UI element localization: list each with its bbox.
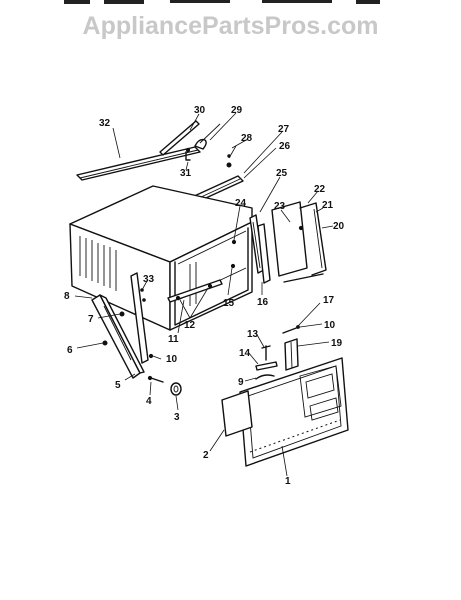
callout-10-left: 10 — [166, 354, 178, 365]
callout-14: 14 — [239, 348, 251, 359]
part-32-top-trim — [76, 146, 201, 181]
part-13-bracket — [261, 345, 271, 361]
part-10-screw — [148, 353, 154, 359]
callout-23: 23 — [274, 201, 286, 212]
callout-15: 15 — [223, 298, 235, 309]
callout-16: 16 — [257, 297, 269, 308]
part-30-strip — [159, 120, 200, 156]
callout-17: 17 — [323, 295, 335, 306]
callout-12: 12 — [184, 320, 196, 331]
callout-8: 8 — [64, 291, 70, 302]
part-2-filter — [221, 390, 253, 437]
part-4-screw — [147, 375, 164, 383]
part-7-clip — [119, 311, 125, 317]
part-23-filter-panel — [271, 201, 308, 277]
callout-26: 26 — [279, 141, 291, 152]
callout-31: 31 — [180, 168, 192, 179]
part-10-screw-right — [296, 325, 300, 329]
callout-2: 2 — [203, 450, 209, 461]
callout-4: 4 — [146, 396, 152, 407]
callout-28: 28 — [241, 133, 253, 144]
part-1-front-grille — [239, 357, 349, 467]
part-31-clip — [185, 147, 191, 161]
part-14-bar — [255, 361, 278, 371]
callout-19: 19 — [331, 338, 343, 349]
leader-lines — [74, 112, 334, 477]
callout-7: 7 — [88, 314, 94, 325]
part-8-cabinet — [69, 185, 253, 331]
callout-32: 32 — [99, 118, 111, 129]
callout-30: 30 — [194, 105, 206, 116]
callout-9: 9 — [238, 377, 244, 388]
part-5-side-curtain — [91, 294, 145, 379]
part-12-fastener — [175, 295, 181, 301]
callout-20: 20 — [333, 221, 345, 232]
callout-21: 21 — [322, 200, 334, 211]
part-33-side-rail — [130, 272, 149, 364]
callout-27: 27 — [278, 124, 290, 135]
callout-labels: 32 30 29 31 28 27 26 25 22 21 20 23 24 3… — [64, 105, 345, 487]
callout-33: 33 — [143, 274, 155, 285]
part-28-screw — [226, 145, 237, 168]
part-17-screw — [282, 326, 300, 334]
part-16-side-strip — [257, 223, 271, 284]
watermark-text: AppliancePartsPros.com — [82, 12, 379, 40]
callout-22: 22 — [314, 184, 326, 195]
part-3-bushing — [170, 382, 182, 396]
part-9-clip — [255, 374, 275, 380]
part-29-bracket — [194, 123, 221, 150]
part-20-21-frame — [283, 202, 327, 283]
callout-11: 11 — [168, 334, 179, 345]
callout-29: 29 — [231, 105, 243, 116]
callout-3: 3 — [174, 412, 180, 423]
part-6-screw — [102, 340, 108, 346]
callout-25: 25 — [276, 168, 288, 179]
part-19-bracket — [284, 338, 299, 371]
callout-13: 13 — [247, 329, 259, 340]
callout-6: 6 — [67, 345, 73, 356]
callout-5: 5 — [115, 380, 121, 391]
callout-1: 1 — [285, 476, 291, 487]
part-15-fastener — [230, 263, 236, 269]
callout-24: 24 — [235, 198, 247, 209]
part-12-fastener-b — [207, 283, 213, 289]
callout-10-right: 10 — [324, 320, 336, 331]
top-border-strip — [64, 0, 380, 4]
part-24-fastener — [231, 239, 237, 245]
